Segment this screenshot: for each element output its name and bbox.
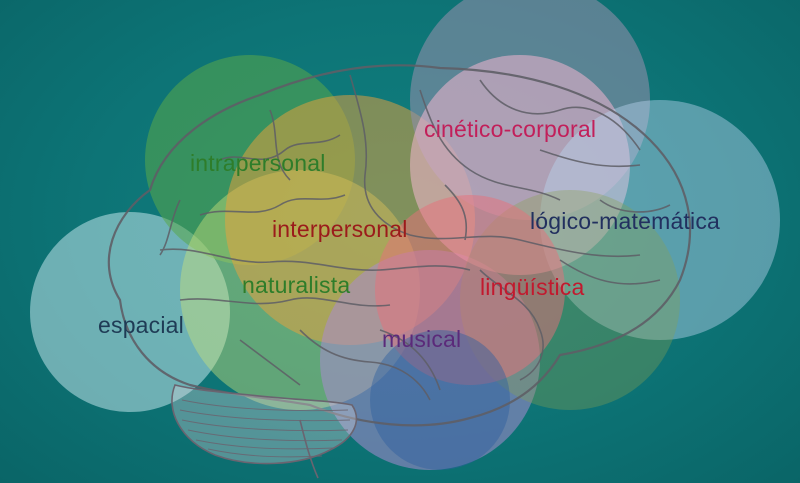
label-naturalista: naturalista (242, 272, 351, 298)
circle-blue-bottom (370, 330, 510, 470)
label-linguistica: lingüística (480, 274, 585, 300)
cerebellum-lines (179, 399, 351, 458)
brain-outline (107, 64, 692, 427)
label-musical: musical (382, 326, 462, 352)
brain-stem (299, 419, 319, 479)
circle-linguistica (375, 195, 565, 385)
label-espacial: espacial (98, 312, 184, 338)
circle-espacial (30, 212, 230, 412)
brain-folds (159, 74, 671, 401)
label-intrapersonal: intrapersonal (190, 150, 326, 176)
label-interpersonal: interpersonal (272, 216, 408, 242)
label-cinetico-corporal: cinético-corporal (424, 116, 597, 142)
label-logico-matematica: lógico-matemática (530, 208, 721, 234)
